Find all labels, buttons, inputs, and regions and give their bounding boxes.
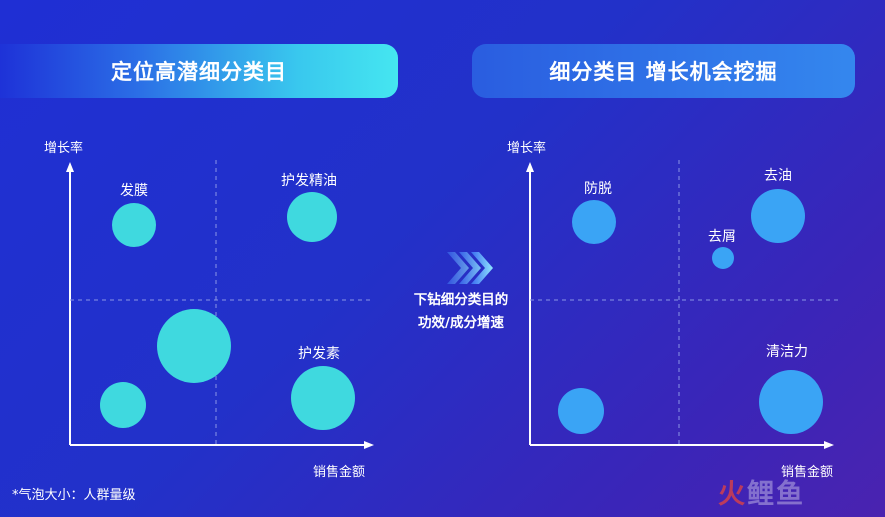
bubble-cleansing xyxy=(759,370,823,434)
bubble-hair-oil xyxy=(287,192,337,242)
bubble-label-anti-hair-loss: 防脱 xyxy=(584,181,612,197)
bubble-label-hair-mask: 发膜 xyxy=(120,183,148,199)
left-title: 定位高潜细分类目 xyxy=(111,60,287,84)
right-bubbles xyxy=(558,189,823,434)
watermark-part1: 火 xyxy=(718,479,747,510)
watermark-logo: 火鲤鱼 xyxy=(718,472,805,511)
chevron-right-arrows-icon xyxy=(447,252,493,284)
bubble-hair-mask xyxy=(112,203,156,247)
drilldown-caption-line1: 下钻细分类目的 xyxy=(413,292,509,308)
bubble-anti-dandruff xyxy=(712,247,734,269)
bubble-label-hair-oil: 护发精油 xyxy=(281,173,337,189)
bubble-unlabeled-small xyxy=(100,382,146,428)
left-y-axis-label: 增长率 xyxy=(44,141,84,156)
bubble-conditioner xyxy=(291,366,355,430)
right-x-axis-label: 销售金额 xyxy=(781,465,834,480)
bubble-label-conditioner: 护发素 xyxy=(298,346,340,362)
watermark-part2: 鲤鱼 xyxy=(747,479,805,510)
bubble-anti-hair-loss xyxy=(572,200,616,244)
drilldown-caption-line2: 功效/成分增速 xyxy=(418,315,504,331)
left-bubbles xyxy=(100,192,355,430)
right-axes xyxy=(526,160,838,449)
bubble-label-oil-control: 去油 xyxy=(764,168,792,184)
right-title: 细分类目 增长机会挖掘 xyxy=(549,60,778,84)
left-axes xyxy=(66,160,374,449)
bubble-unlabeled xyxy=(558,388,604,434)
left-title-banner: 定位高潜细分类目 xyxy=(0,44,398,98)
drilldown-caption: 下钻细分类目的 功效/成分增速 xyxy=(395,289,527,335)
footnote: *气泡大小：人群量级 xyxy=(12,488,136,503)
bubble-label-anti-dandruff: 去屑 xyxy=(708,229,736,245)
left-x-axis-label: 销售金额 xyxy=(313,465,366,480)
bubble-unlabeled-large xyxy=(157,309,231,383)
right-title-banner: 细分类目 增长机会挖掘 xyxy=(472,44,855,98)
bubble-oil-control xyxy=(751,189,805,243)
bubble-label-cleansing: 清洁力 xyxy=(766,344,808,360)
right-y-axis-label: 增长率 xyxy=(507,141,547,156)
